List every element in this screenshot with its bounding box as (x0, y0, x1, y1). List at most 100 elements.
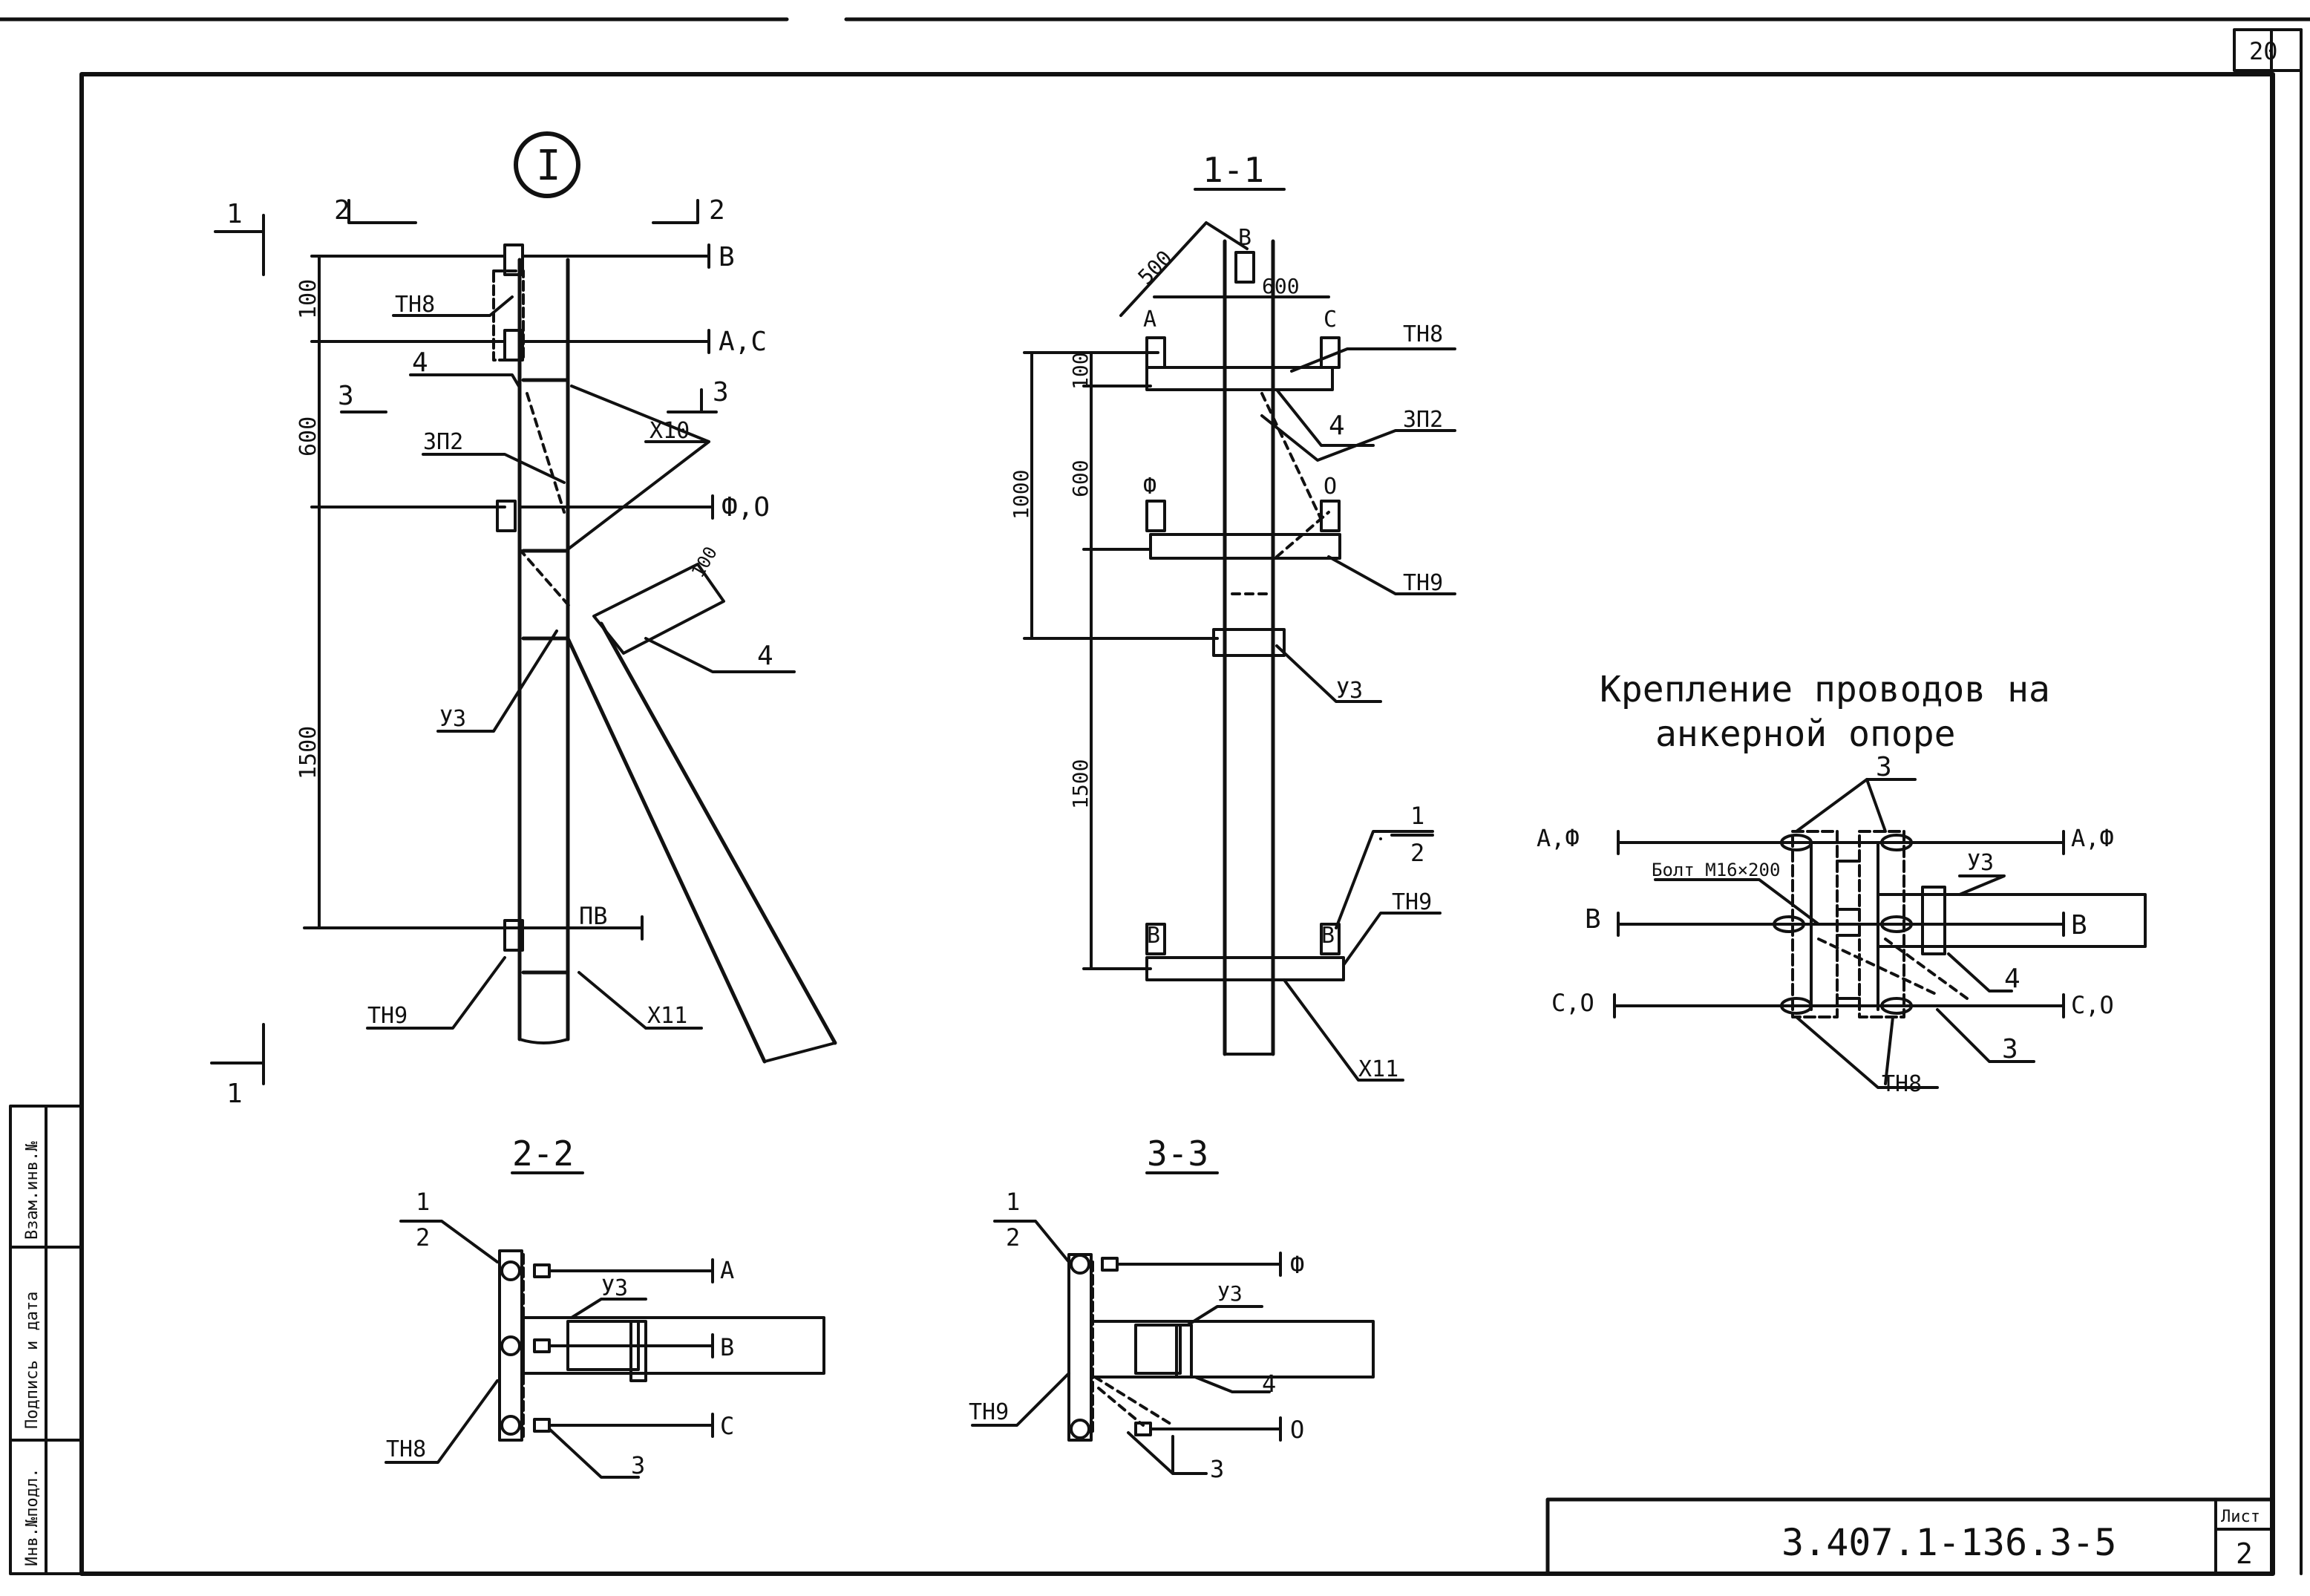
dim-500: 500 (1133, 246, 1177, 290)
dim-1500: 1500 (295, 726, 321, 779)
s1-label-zp2: ЗП2 (1403, 407, 1443, 433)
label-4a: 4 (412, 347, 428, 378)
s1-label-x11: Х11 (1358, 1056, 1398, 1082)
s2-label-tn8: ТН8 (386, 1436, 426, 1462)
anchor-label-3-top: 3 (1876, 752, 1892, 782)
section-1-1-drawing (1023, 188, 1456, 1082)
wire-b-label: B (719, 242, 735, 272)
brace-size: 100 (687, 543, 722, 581)
s2-label-u3: У3 (601, 1275, 628, 1301)
s1-label-tn9a: ТН9 (1403, 570, 1443, 596)
anchor-title-1: Крепление проводов на (1600, 669, 2050, 710)
s3-label-3: 3 (1210, 1455, 1224, 1483)
s3-wire-f: Ф (1290, 1251, 1304, 1279)
s2-frac-den: 2 (416, 1223, 430, 1252)
s1-frac-den: 2 (1410, 839, 1424, 867)
label-x11: Х11 (647, 1003, 687, 1029)
anchor-wire-b-right: B (2071, 910, 2087, 941)
wire-o: О (1323, 474, 1337, 500)
label-4b: 4 (757, 641, 773, 671)
wire-b-low-right: B (1321, 923, 1335, 949)
s3-wire-o: О (1290, 1416, 1304, 1444)
cut-2-right-mark (652, 199, 699, 224)
cut-2-label-left: 2 (334, 195, 350, 226)
stamp-sign: Подпись и дата (23, 1292, 42, 1429)
s2-label-3: 3 (631, 1451, 645, 1479)
anchor-wire-af-right: А,Ф (2071, 824, 2114, 852)
section-3-3-title: 3-3 (1147, 1134, 1208, 1174)
s1-frac-num: 1 (1410, 802, 1424, 830)
label-x10: Х10 (650, 418, 690, 444)
sheet-frame (0, 17, 2310, 1576)
dim-1500-s1: 1500 (1068, 759, 1093, 809)
wire-c: C (1323, 307, 1337, 333)
dim-100: 100 (295, 279, 321, 319)
anchor-wire-af-left: А,Ф (1537, 824, 1580, 852)
pole-bottom (518, 1038, 569, 1044)
s1-label-4: 4 (1329, 411, 1345, 441)
wire-pv-label: ПВ (579, 902, 608, 930)
cut-2-label-right: 2 (709, 195, 725, 226)
anchor-label-u3: У3 (1967, 850, 1994, 876)
anchor-detail-drawing (1613, 778, 2147, 1089)
dim-600-s1: 600 (1068, 459, 1093, 497)
cut-2-left-mark (347, 199, 417, 224)
section-1-1-title: 1-1 (1203, 150, 1264, 190)
label-zp2: ЗП2 (423, 429, 463, 455)
brace-left (566, 636, 767, 1064)
wire-f: Ф (1143, 474, 1156, 500)
s1-label-tn8: ТН8 (1403, 321, 1443, 347)
cut-3-label-left: 3 (338, 381, 354, 411)
s3-label-4: 4 (1262, 1370, 1276, 1398)
top-sheet-number: 20 (2249, 37, 2278, 65)
section-3-3-drawing (971, 1171, 1375, 1475)
anchor-wire-co-right: С,О (2071, 991, 2114, 1019)
section-2-2-drawing (385, 1171, 825, 1479)
detail-marker-circle (514, 131, 580, 198)
cut-3-label-right: 3 (713, 377, 729, 408)
anchor-wire-b-left: B (1585, 904, 1601, 935)
label-tn9: ТН9 (367, 1003, 408, 1029)
label-u3: У3 (439, 706, 466, 732)
cut-1-top-mark (214, 214, 265, 276)
s1-label-u3: У3 (1336, 678, 1363, 704)
detail-i-marker: I (536, 142, 561, 190)
stamp-replace: Взам.инв.№ (23, 1142, 42, 1240)
list-number: 2 (2236, 1537, 2253, 1570)
anchor-title-2: анкерной опоре (1655, 713, 1956, 755)
wire-b-low-left: B (1147, 923, 1160, 949)
wire-b-top: B (1238, 225, 1251, 251)
s3-label-tn9: ТН9 (969, 1399, 1009, 1425)
s2-wire-a: А (720, 1256, 734, 1284)
anchor-label-3-bottom: 3 (2002, 1034, 2018, 1064)
s1-label-tn9b: ТН9 (1392, 889, 1432, 915)
cut-1-label-top: 1 (226, 199, 243, 229)
list-label: Лист (2221, 1508, 2260, 1526)
s3-label-u3: У3 (1217, 1281, 1243, 1306)
s3-frac-num: 1 (1006, 1188, 1020, 1216)
stamp-inv: Инв.№подл. (23, 1468, 42, 1566)
anchor-wire-co-left: С,О (1551, 989, 1594, 1017)
cut-3-right-mark (667, 388, 718, 413)
s2-wire-b: B (720, 1333, 734, 1361)
wire-ac-label: A,C (719, 327, 767, 357)
anchor-bolt: Болт М16×200 (1652, 860, 1780, 880)
dim-600-top: 600 (1262, 274, 1300, 298)
cut-1-label-bottom: 1 (226, 1079, 243, 1109)
s3-frac-den: 2 (1006, 1223, 1020, 1252)
wire-a: A (1143, 307, 1156, 333)
anchor-label-tn8: ТН8 (1882, 1071, 1922, 1097)
s2-frac-num: 1 (416, 1188, 430, 1216)
anchor-label-4: 4 (2004, 964, 2021, 994)
dim-1000: 1000 (1009, 470, 1033, 520)
cut-1-bottom-mark (210, 1023, 265, 1085)
label-tn8: ТН8 (395, 292, 435, 318)
document-code: 3.407.1-136.3-5 (1781, 1521, 2117, 1564)
brace-right (599, 621, 837, 1045)
dim-100-s1: 100 (1068, 352, 1093, 390)
detail-i-drawing (210, 131, 837, 1085)
section-2-2-title: 2-2 (512, 1134, 574, 1174)
wire-fo-label: Ф,О (722, 492, 770, 523)
dim-600: 600 (295, 416, 321, 457)
